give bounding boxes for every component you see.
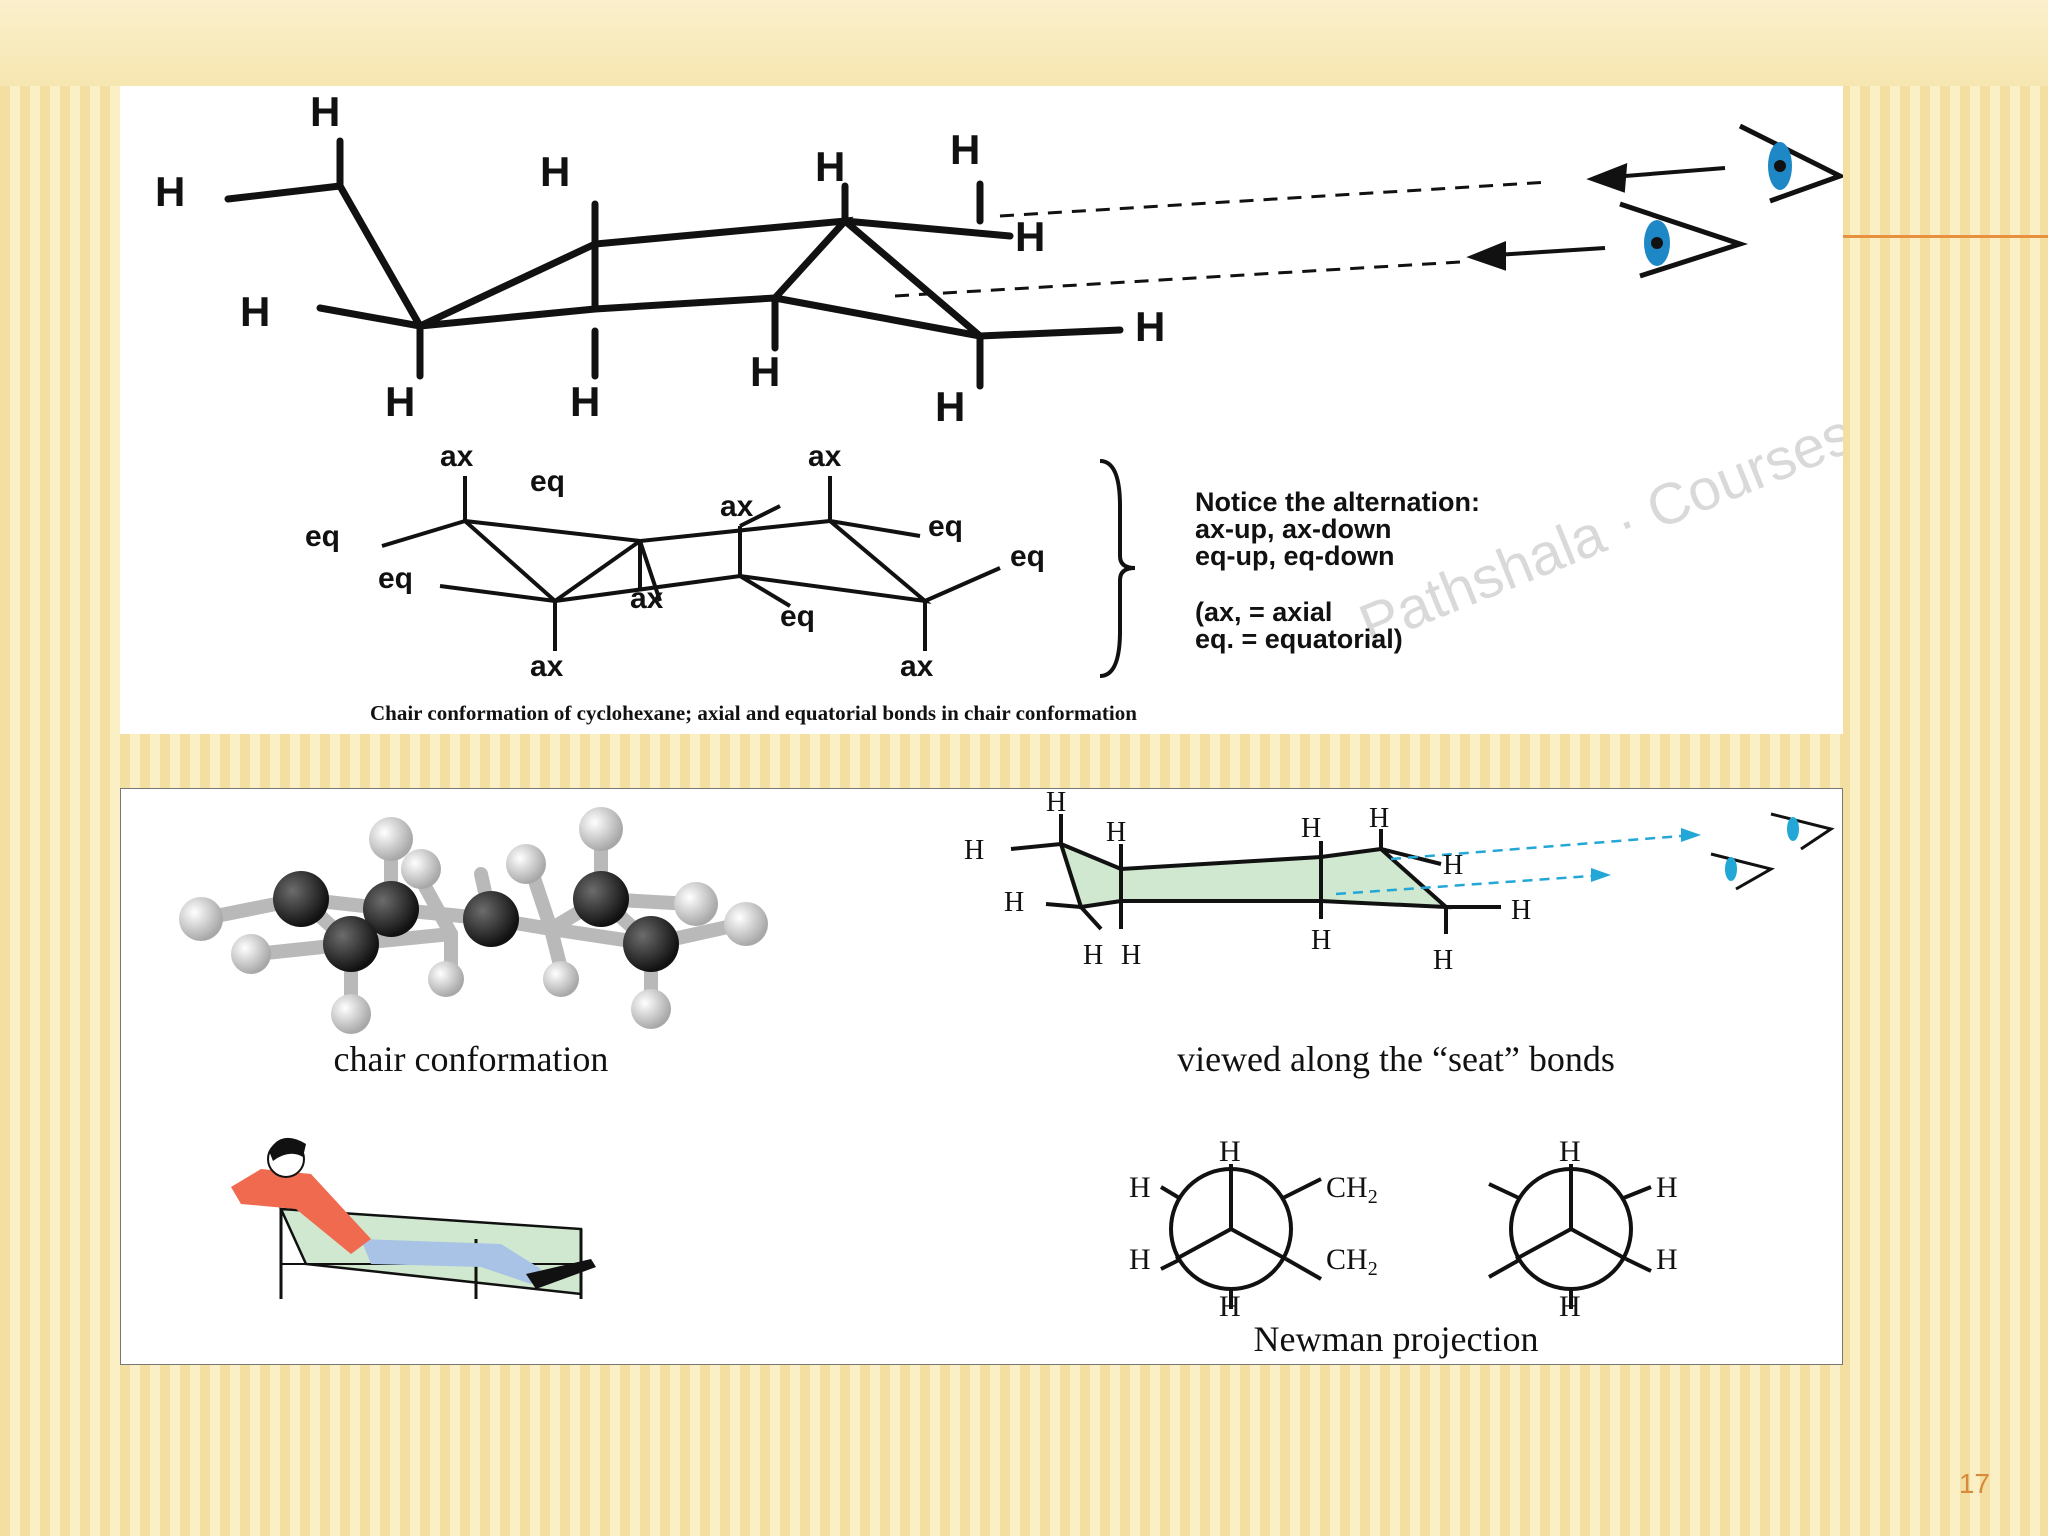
atom-label: H xyxy=(1433,945,1453,976)
atom-label: H xyxy=(1083,940,1103,971)
seat-view-diagram: H H H H H H H H H H H H xyxy=(964,789,1835,976)
newman-ch2: CH2 xyxy=(1326,1171,1378,1208)
bond-label-axial: ax xyxy=(900,650,934,683)
atom-label: H xyxy=(1311,925,1331,956)
atom-label: H xyxy=(1369,803,1389,834)
atom-label: H xyxy=(240,288,270,335)
bond-label-axial: ax xyxy=(440,440,474,473)
atom-label: H xyxy=(750,348,780,395)
bond-label-equatorial: eq xyxy=(928,510,963,543)
atom-label: H xyxy=(310,88,340,135)
ball-and-stick-model xyxy=(179,807,768,1034)
atom-label: H xyxy=(155,168,185,215)
note-line: eq-up, eq-down xyxy=(1195,541,1394,571)
person-sitting-illustration xyxy=(231,1137,596,1299)
atom-label: H xyxy=(950,126,980,173)
atom-label: H xyxy=(1511,895,1531,926)
conformation-views-diagram: chair conformation xyxy=(179,789,1835,1359)
watermark-text: Pathshala · Courses xyxy=(1351,401,1843,658)
bond-label-axial: ax xyxy=(630,582,664,615)
bond-label-axial: ax xyxy=(530,650,564,683)
bond-label-equatorial: eq xyxy=(378,562,413,595)
bracket-brace xyxy=(1099,459,1136,678)
bond-label-equatorial: eq xyxy=(530,465,565,498)
newman-h: H xyxy=(1219,1135,1241,1168)
seat-view-caption: viewed along the “seat” bonds xyxy=(1177,1039,1615,1079)
atom-label: H xyxy=(815,143,845,190)
note-line: (ax, = axial xyxy=(1195,597,1332,627)
newman-h: H xyxy=(1656,1243,1678,1276)
note-line: eq. = equatorial) xyxy=(1195,624,1403,654)
newman-h: H xyxy=(1129,1171,1151,1204)
slide-top-band xyxy=(0,0,2048,86)
eye-icon xyxy=(1710,852,1775,891)
note-line: ax-up, ax-down xyxy=(1195,514,1392,544)
atom-label: H xyxy=(1106,817,1126,848)
atom-label: H xyxy=(964,835,984,866)
chair-conformation-panel: Pathshala · Courses xyxy=(120,86,1843,734)
slide-page-number: 17 xyxy=(1958,1468,1990,1499)
atom-label: H xyxy=(540,148,570,195)
newman-h: H xyxy=(1559,1290,1581,1323)
atom-label: H xyxy=(570,378,600,425)
newman-ch2: CH2 xyxy=(1326,1243,1378,1280)
figure-caption: Chair conformation of cyclohexane; axial… xyxy=(370,701,1137,725)
bond-label-axial: ax xyxy=(720,490,754,523)
ball-stick-caption: chair conformation xyxy=(334,1039,609,1079)
newman-h: H xyxy=(1656,1171,1678,1204)
atom-label: H xyxy=(385,378,415,425)
chair-bonds-diagram: Pathshala · Courses xyxy=(155,88,1843,725)
atom-label: H xyxy=(1443,850,1463,881)
atom-label: H xyxy=(935,383,965,430)
atom-label: H xyxy=(1135,303,1165,350)
atom-label: H xyxy=(1301,813,1321,844)
bond-label-equatorial: eq xyxy=(305,520,340,553)
newman-h: H xyxy=(1129,1243,1151,1276)
newman-projection: H H H H H H H H CH2 CH2 xyxy=(1129,1135,1678,1323)
conformation-views-panel: chair conformation xyxy=(120,788,1843,1365)
atom-label: H xyxy=(1046,789,1066,818)
atom-label: H xyxy=(1121,940,1141,971)
newman-h: H xyxy=(1219,1290,1241,1323)
accent-line xyxy=(1842,235,2048,238)
atom-label: H xyxy=(1015,213,1045,260)
newman-caption: Newman projection xyxy=(1254,1319,1539,1359)
eye-icon xyxy=(1619,201,1749,279)
eye-icon xyxy=(1770,812,1835,851)
bond-label-axial: ax xyxy=(808,440,842,473)
bond-label-equatorial: eq xyxy=(1010,540,1045,573)
newman-h: H xyxy=(1559,1135,1581,1168)
eye-icon xyxy=(1738,123,1843,204)
note-line: Notice the alternation: xyxy=(1195,487,1480,517)
bond-label-equatorial: eq xyxy=(780,600,815,633)
atom-label: H xyxy=(1004,887,1024,918)
